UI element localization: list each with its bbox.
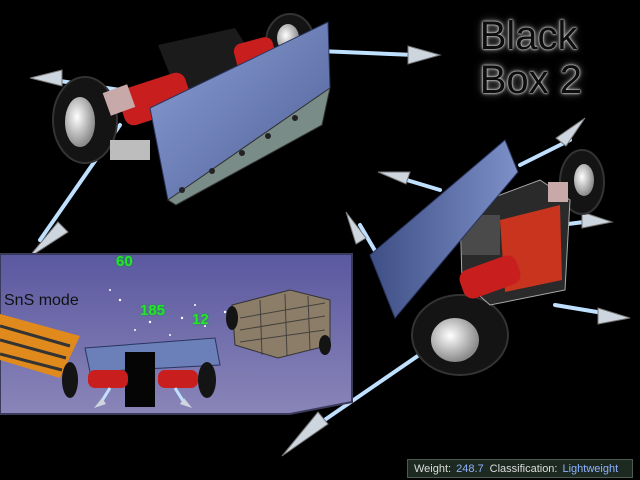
inset-speed-readout-top: 60 [116,253,133,270]
top-wheel-left-hub [65,97,95,147]
title-line-2: Box 2 [479,58,582,102]
right-wheel-back-hub [574,164,594,196]
right-robot-plow [369,139,519,319]
right-spike-left [377,171,411,185]
robot-name-title: Black Box 2 [480,14,582,102]
right-robot-view [281,117,631,457]
right-spike-top [555,117,586,147]
inset-opponent [226,289,331,359]
inset-hazard-stripes [0,314,80,378]
top-robot-block [102,84,136,116]
right-spike-left-low [345,211,367,245]
right-spike-bottom [281,411,329,457]
weight-classification-bar: Weight: 248.7 Classification: Lightweight [407,459,633,478]
top-spike-left-bottom [27,221,69,259]
right-spike-right-mid [581,211,614,229]
top-robot-view [27,13,442,259]
top-spike-left [29,69,63,87]
top-spike-right [407,45,442,65]
weight-value: 248.7 [456,463,484,475]
inset-mode-label: SnS mode [4,292,79,309]
classification-label: Classification: [489,463,558,475]
top-plow-rivets [179,115,298,193]
top-robot-plow-edge [167,86,331,206]
inset-robot [62,337,221,408]
right-robot-block [548,182,568,202]
right-wheel-front-hub [431,318,479,362]
right-robot-motor [459,255,521,299]
inset-speed-readout-center: 185 [140,302,166,319]
right-spike-right-low [597,307,631,325]
weight-label: Weight: [414,463,452,475]
inset-speed-readout-right: 12 [192,311,209,328]
inset-arena-panel [0,253,353,415]
title-line-1: Black [479,14,578,58]
classification-value: Lightweight [562,463,619,475]
top-robot-strip [110,140,150,160]
